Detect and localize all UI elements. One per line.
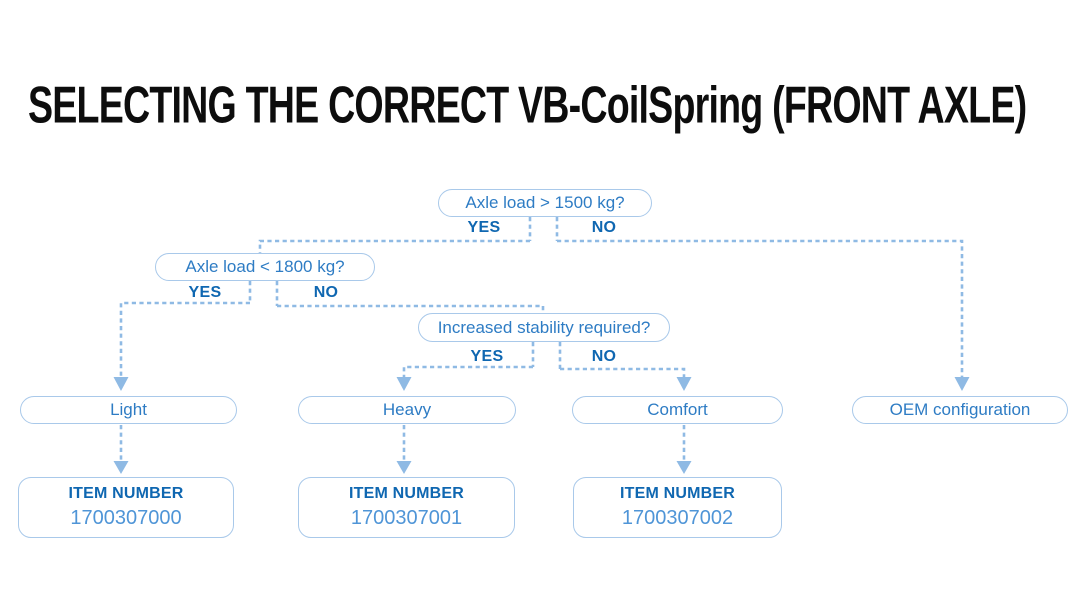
label-d2-no: NO bbox=[313, 284, 339, 301]
item-number-value: 1700307002 bbox=[621, 507, 734, 529]
decision-increased-stability: Increased stability required? bbox=[418, 313, 670, 342]
item-number-value: 1700307001 bbox=[350, 507, 463, 529]
label-d1-no: NO bbox=[591, 219, 617, 236]
connector-d1-yes-to-d2 bbox=[258, 239, 530, 253]
outcome-heavy: Heavy bbox=[298, 396, 516, 424]
label-d2-yes: YES bbox=[188, 284, 222, 301]
item-number-heading: ITEM NUMBER bbox=[619, 485, 736, 502]
arrowhead-heavy bbox=[396, 377, 412, 391]
outcome-comfort: Comfort bbox=[572, 396, 783, 424]
connector-d2-yes-to-light bbox=[119, 301, 250, 377]
item-number-value: 1700307000 bbox=[70, 507, 182, 529]
label-d1-yes: YES bbox=[467, 219, 501, 236]
item-number-box-heavy: ITEM NUMBER 1700307001 bbox=[298, 477, 515, 538]
decision-axle-load-1500: Axle load > 1500 kg? bbox=[438, 189, 652, 217]
arrowhead-item-1 bbox=[113, 461, 129, 474]
arrowhead-item-3 bbox=[676, 461, 692, 474]
item-number-box-light: ITEM NUMBER 1700307000 bbox=[18, 477, 234, 538]
connector-d3-yes-to-heavy bbox=[402, 365, 533, 377]
arrowhead-comfort bbox=[676, 377, 692, 391]
item-number-heading: ITEM NUMBER bbox=[348, 485, 465, 502]
connector-d3-no-to-comfort bbox=[560, 367, 686, 377]
arrowhead-light bbox=[113, 377, 129, 391]
item-number-heading: ITEM NUMBER bbox=[68, 485, 184, 502]
label-d3-yes: YES bbox=[470, 348, 504, 365]
decision-axle-load-1800: Axle load < 1800 kg? bbox=[155, 253, 375, 281]
outcome-light: Light bbox=[20, 396, 237, 424]
item-number-box-comfort: ITEM NUMBER 1700307002 bbox=[573, 477, 782, 538]
arrowhead-item-2 bbox=[396, 461, 412, 474]
page-title: SELECTING THE CORRECT VB-CoilSpring (FRO… bbox=[28, 75, 1027, 134]
connector-d2-no-to-d3 bbox=[277, 304, 545, 313]
outcome-oem-configuration: OEM configuration bbox=[852, 396, 1068, 424]
arrowhead-oem bbox=[954, 377, 970, 391]
label-d3-no: NO bbox=[591, 348, 617, 365]
connector-d1-no-to-oem bbox=[557, 239, 964, 377]
